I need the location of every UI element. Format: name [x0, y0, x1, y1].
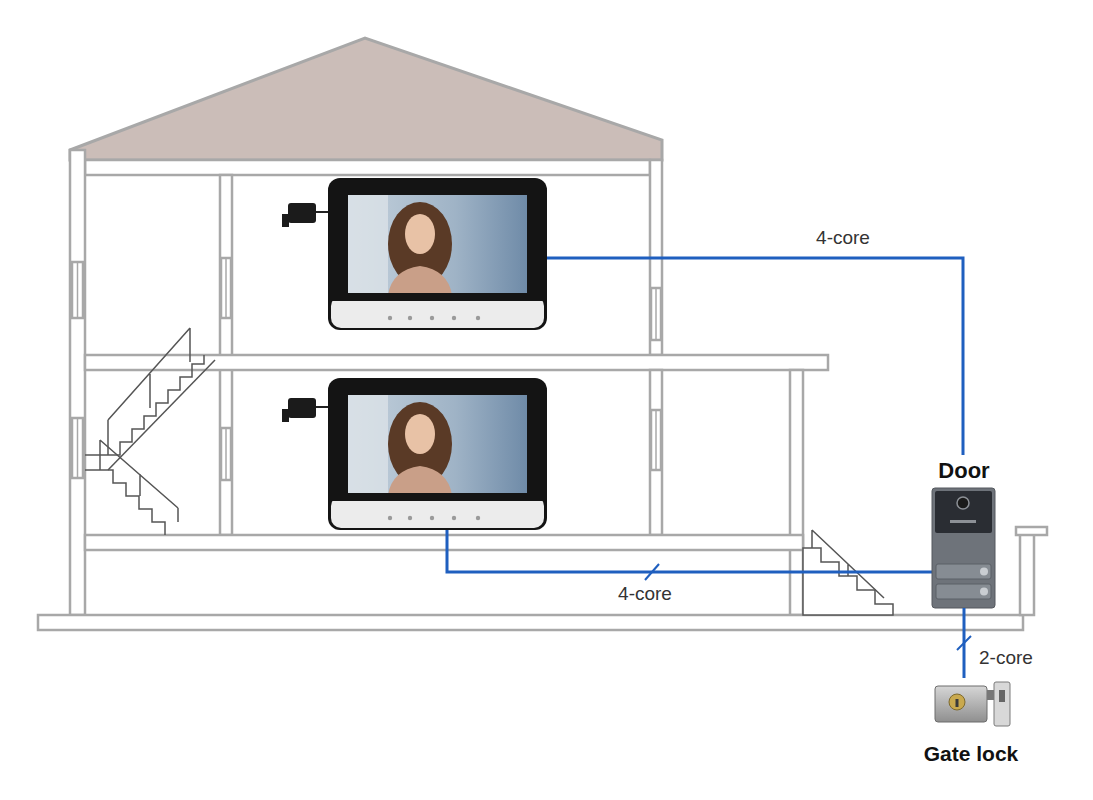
- button-icon: [408, 516, 412, 520]
- monitor-bezel: [331, 293, 544, 301]
- device-box: Gate lock: [918, 678, 1025, 766]
- stair-rail: [812, 530, 884, 598]
- call-button-row: [936, 584, 991, 599]
- monitor-bezel: [328, 178, 547, 330]
- button-icon: [476, 316, 480, 320]
- button-icon: [388, 316, 392, 320]
- button-icons: [388, 516, 480, 520]
- screen-background: [348, 395, 388, 495]
- inner-wall: [650, 370, 662, 535]
- window-line: [655, 288, 657, 340]
- lock-body: [935, 686, 987, 722]
- monitor-screen: [348, 395, 527, 495]
- stair-rail: [100, 440, 178, 522]
- station-panel: [932, 488, 995, 608]
- window: [72, 418, 83, 478]
- button-icon: [408, 316, 412, 320]
- adapter-plug: [282, 409, 289, 422]
- monitor-bezel: [331, 493, 544, 501]
- four-core-wire: [547, 258, 963, 455]
- device-box: Door: [928, 458, 1000, 608]
- button-icon: [430, 516, 434, 520]
- button-icon: [476, 516, 480, 520]
- roof: [70, 38, 662, 160]
- adapter-cable: [316, 211, 328, 213]
- floor-slab: [85, 355, 828, 370]
- floor-slab: [85, 535, 803, 550]
- lock-cylinder: [949, 694, 965, 710]
- monitor-screen: [348, 195, 527, 295]
- door-station: [932, 488, 995, 608]
- window: [221, 258, 231, 318]
- cable-label: 2-core: [976, 647, 1036, 670]
- power-adapter: [282, 203, 328, 227]
- button-icon: [452, 316, 456, 320]
- nameplate: [950, 520, 976, 523]
- strike-slot: [999, 690, 1005, 702]
- window: [651, 288, 661, 340]
- adapter-plug: [282, 214, 289, 227]
- button-icon: [430, 316, 434, 320]
- screen-background: [348, 195, 388, 295]
- window: [651, 410, 661, 470]
- camera-area: [935, 491, 992, 533]
- shoulders: [388, 466, 452, 495]
- monitor-bezel: [328, 378, 547, 530]
- window-line: [77, 262, 79, 318]
- window-line: [655, 410, 657, 470]
- camera-lens: [957, 497, 969, 509]
- adapter-body: [288, 398, 316, 418]
- garden-wall-cap: [1016, 527, 1047, 535]
- face: [405, 414, 435, 454]
- four-core-wire: [447, 530, 932, 572]
- window-line: [77, 418, 79, 478]
- outside-stairs: [803, 548, 893, 615]
- window: [72, 262, 83, 318]
- video-monitor: [328, 378, 547, 530]
- button-icon: [388, 516, 392, 520]
- window-line: [225, 258, 227, 318]
- stairs: [85, 355, 204, 455]
- outer-wall: [70, 150, 85, 615]
- ground-slab: [38, 615, 1023, 630]
- ceiling-wall: [85, 160, 650, 175]
- video-monitor: [328, 178, 547, 330]
- adapter-body: [288, 203, 316, 223]
- power-adapter: [282, 398, 328, 422]
- shoulders: [388, 266, 452, 295]
- button-icon: [452, 516, 456, 520]
- face: [405, 214, 435, 254]
- window: [221, 428, 231, 480]
- call-button: [980, 588, 988, 596]
- wire-tick: [957, 636, 971, 650]
- adapter-cable: [316, 406, 328, 408]
- garden-wall: [1020, 532, 1034, 615]
- cable-label: 4-core: [813, 227, 873, 250]
- keyhole: [956, 699, 959, 707]
- call-button: [980, 568, 988, 576]
- wire-tick: [645, 564, 659, 580]
- stair-rail: [108, 328, 190, 455]
- call-button-row: [936, 564, 991, 579]
- lock-bolt: [987, 690, 994, 700]
- stair-stringer: [108, 360, 215, 470]
- device-label: Door: [938, 458, 989, 484]
- strike-plate: [994, 682, 1010, 726]
- cable-label: 4-core: [615, 583, 675, 606]
- outer-wall: [790, 370, 803, 615]
- window-line: [225, 428, 227, 480]
- stairs: [85, 470, 165, 535]
- button-icons: [388, 316, 480, 320]
- gate-lock: [935, 682, 1010, 726]
- device-label: Gate lock: [924, 741, 1019, 766]
